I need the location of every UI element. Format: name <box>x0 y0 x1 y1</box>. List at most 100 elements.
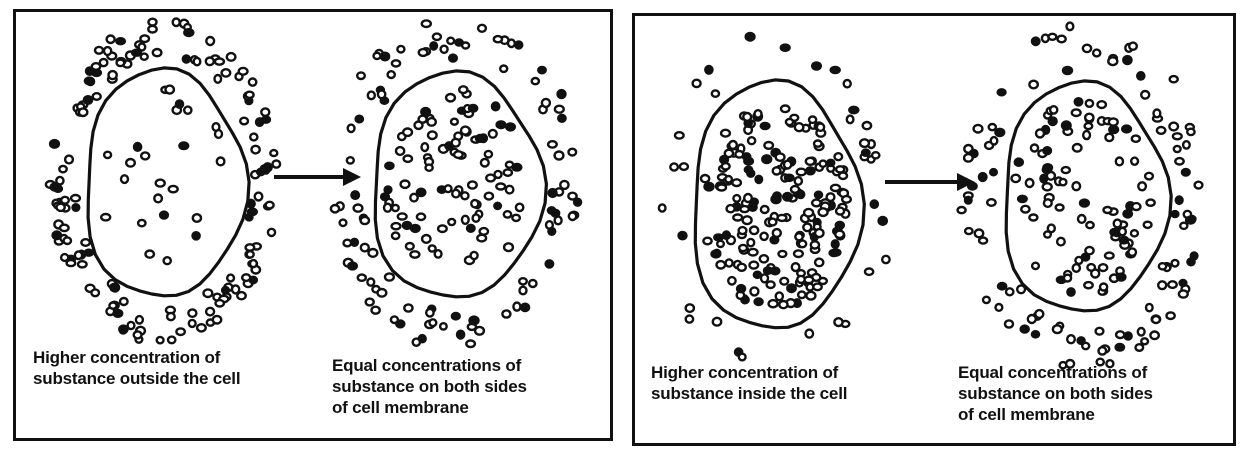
solute-particle <box>755 110 762 117</box>
solute-particle <box>1067 23 1074 31</box>
solute-particle <box>1132 203 1140 210</box>
solute-particle <box>117 60 125 66</box>
solute-particle <box>429 245 436 251</box>
solute-particle <box>744 194 752 202</box>
solute-particle <box>156 180 165 187</box>
solute-particle <box>776 153 785 160</box>
solute-particle <box>1086 100 1093 107</box>
solute-particle <box>506 123 515 130</box>
solute-particle <box>1180 223 1187 229</box>
solute-particle <box>834 318 842 326</box>
solute-particle <box>755 298 763 305</box>
solute-particle <box>743 216 752 224</box>
solute-particle <box>705 183 714 191</box>
solute-particle <box>1138 328 1145 336</box>
solute-particle <box>354 205 363 212</box>
solute-particle <box>797 169 806 176</box>
solute-particle <box>1087 264 1095 271</box>
solute-particle <box>773 193 781 200</box>
solute-particle <box>451 119 458 125</box>
solute-particle <box>417 214 425 220</box>
solute-particle <box>500 66 507 72</box>
solute-particle <box>1017 285 1025 293</box>
solute-particle <box>262 117 270 123</box>
solute-particle <box>1044 199 1052 207</box>
solute-particle <box>1064 275 1071 282</box>
solute-particle <box>445 185 452 192</box>
solute-particle <box>771 268 779 275</box>
solute-particle <box>717 241 724 247</box>
solute-particle <box>485 193 493 200</box>
solute-particle <box>215 75 222 83</box>
solute-particle <box>1124 210 1132 217</box>
solute-particle <box>795 177 802 185</box>
solute-particle <box>206 58 214 66</box>
solute-particle <box>831 185 840 191</box>
solute-particle <box>1145 173 1153 180</box>
solute-particle <box>481 159 489 167</box>
solute-particle <box>1122 126 1131 133</box>
solute-particle <box>461 192 468 199</box>
solute-particle <box>347 157 354 163</box>
solute-particle <box>513 164 522 171</box>
solute-particle <box>516 204 523 211</box>
solute-particle <box>836 222 844 229</box>
solute-particle <box>1183 141 1190 148</box>
solute-particle <box>974 125 983 133</box>
solute-particle <box>403 129 412 136</box>
solute-particle <box>141 152 149 159</box>
caption-equal-right: Equal concentrations of substance on bot… <box>958 362 1153 425</box>
solute-particle <box>996 304 1003 311</box>
solute-particle <box>173 19 180 27</box>
solute-particle <box>104 47 111 55</box>
solute-particle <box>430 319 437 326</box>
solute-particle <box>968 183 976 190</box>
solute-particle <box>842 196 851 203</box>
solute-particle <box>733 215 742 221</box>
solute-particle <box>1152 316 1160 323</box>
solute-particle <box>965 197 972 204</box>
solute-particle <box>392 223 401 229</box>
solute-particle <box>471 200 478 207</box>
solute-particle <box>798 292 805 299</box>
solute-particle <box>732 179 741 186</box>
solute-particle <box>358 275 366 281</box>
solute-particle <box>1084 282 1092 288</box>
caption-higher-outside: Higher concentration of substance outsid… <box>33 347 240 389</box>
solute-particle <box>462 43 469 49</box>
solute-particle <box>1159 263 1166 269</box>
diffusion-panel-inside: Higher concentration of substance inside… <box>632 13 1236 446</box>
solute-particle <box>452 139 460 147</box>
solute-particle <box>110 284 118 291</box>
solute-particle <box>246 244 255 250</box>
solute-particle <box>116 38 124 44</box>
solute-particle <box>441 46 448 53</box>
solute-particle <box>703 238 711 245</box>
solute-particle <box>213 123 220 131</box>
solute-particle <box>555 106 564 113</box>
solute-particle <box>1093 50 1100 57</box>
solute-particle <box>670 163 678 170</box>
solute-particle <box>767 281 775 288</box>
solute-particle <box>369 249 378 257</box>
solute-particle <box>865 269 873 275</box>
solute-particle <box>1043 183 1052 190</box>
solute-particle <box>435 250 442 257</box>
solute-particle <box>392 60 400 66</box>
solute-particle <box>835 153 843 160</box>
solute-particle <box>157 337 164 343</box>
solute-particle <box>714 234 722 240</box>
solute-particle <box>693 80 701 87</box>
solute-particle <box>374 53 381 59</box>
solute-particle <box>1172 260 1179 267</box>
solute-particle <box>749 249 758 256</box>
solute-particle <box>1158 281 1166 289</box>
solute-particle <box>1005 320 1013 327</box>
solute-particle <box>197 324 206 331</box>
solute-particle <box>1176 197 1183 204</box>
solute-particle <box>786 119 793 125</box>
solute-particle <box>991 137 998 144</box>
solute-particle <box>975 230 983 238</box>
solute-particle <box>381 194 389 201</box>
solute-particle <box>1043 164 1052 171</box>
